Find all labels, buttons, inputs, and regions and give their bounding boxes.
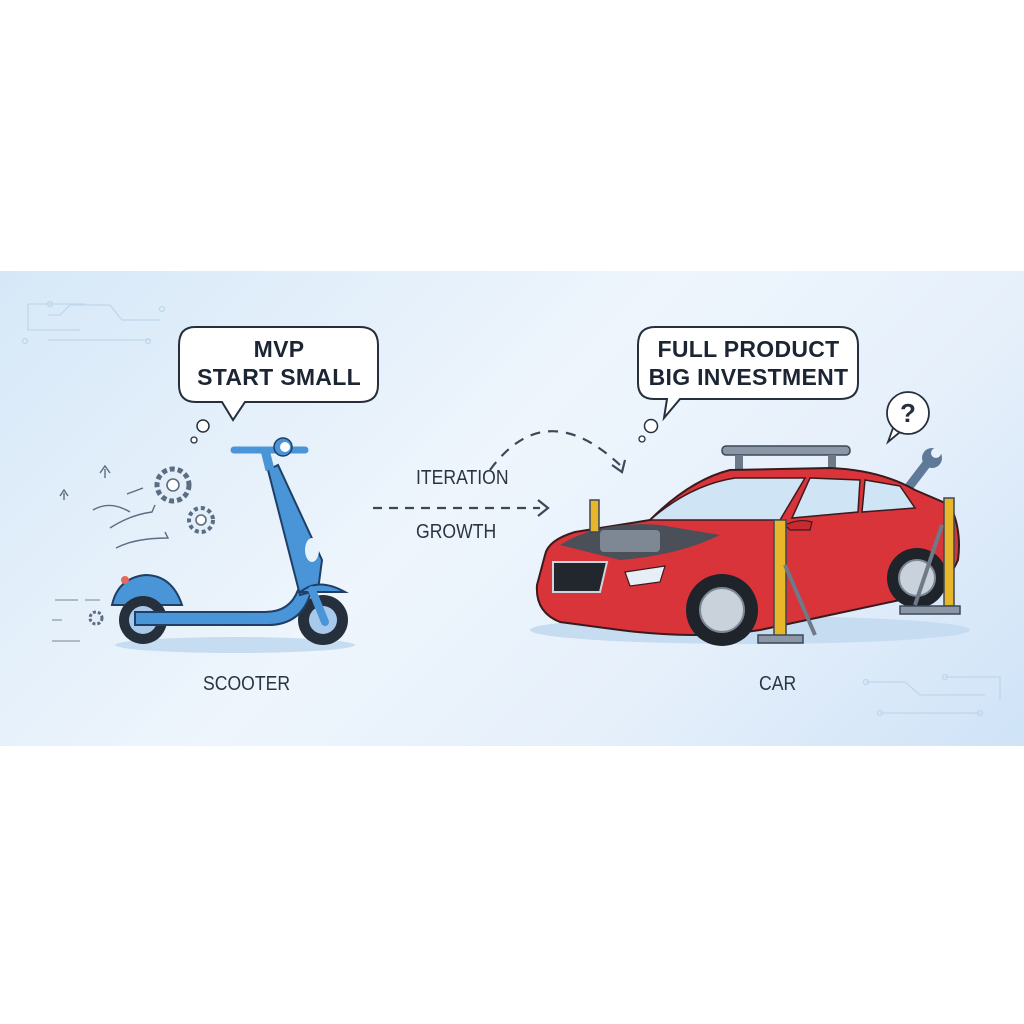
wrench-icon bbox=[900, 448, 942, 497]
question-bubble-icon: ? bbox=[886, 391, 930, 445]
full-product-speech-bubble bbox=[637, 326, 859, 443]
full-product-bubble-text: FULL PRODUCT BIG INVESTMENT bbox=[638, 335, 859, 391]
growth-label: GROWTH bbox=[416, 521, 497, 543]
support-stands bbox=[589, 497, 961, 644]
question-mark: ? bbox=[900, 398, 916, 428]
car-caption: CAR bbox=[759, 673, 797, 695]
iteration-label: ITERATION bbox=[416, 467, 509, 489]
mvp-line-2: START SMALL bbox=[197, 364, 361, 390]
mvp-bubble-text: MVP START SMALL bbox=[179, 335, 379, 391]
circuit-decoration-left bbox=[21, 300, 166, 345]
mvp-speech-bubble bbox=[178, 326, 379, 444]
gear-icon bbox=[88, 466, 215, 626]
full-product-line-2: BIG INVESTMENT bbox=[648, 364, 849, 390]
mvp-line-1: MVP bbox=[253, 336, 305, 362]
full-product-line-1: FULL PRODUCT bbox=[657, 336, 840, 362]
car-illustration bbox=[530, 445, 970, 646]
scooter-illustration bbox=[110, 437, 355, 653]
scooter-caption: SCOOTER bbox=[203, 673, 291, 695]
circuit-decoration-right bbox=[862, 673, 1001, 717]
motion-lines bbox=[52, 464, 170, 642]
growth-arrow bbox=[373, 499, 550, 517]
iteration-arrow bbox=[489, 430, 627, 474]
